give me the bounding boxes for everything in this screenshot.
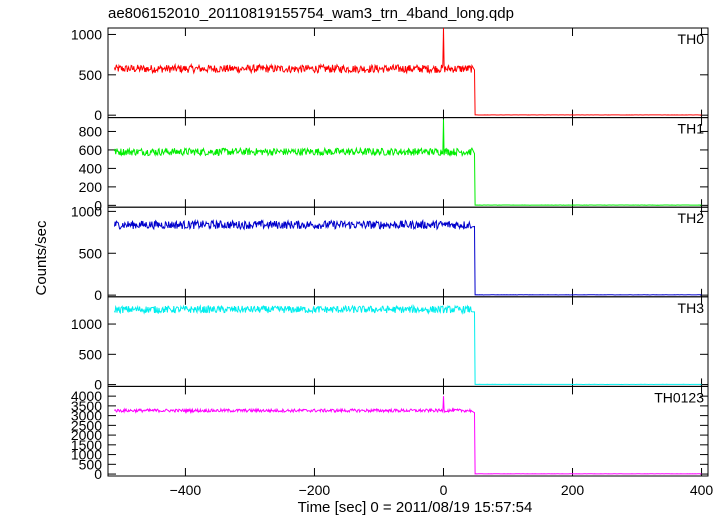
panel-label-th2: TH2 [678,210,705,226]
y-tick-label: 0 [94,197,102,213]
y-tick-label: 0 [94,287,102,303]
panel-label-th1: TH1 [678,121,705,137]
panel-frame-th0123 [107,385,709,477]
y-tick-label: 0 [94,377,102,393]
y-tick-label: 800 [79,123,103,139]
y-tick-label: 1000 [71,203,102,219]
x-tick-label: −400 [170,482,202,498]
y-tick-label: 500 [79,346,103,362]
panel-label-th3: TH3 [678,300,705,316]
x-tick-label: 200 [561,482,585,498]
panel-label-th0: TH0 [678,31,705,47]
panel-frame-th0 [107,27,709,119]
y-tick-label: 500 [79,67,103,83]
y-tick-label: 3000 [71,408,102,424]
x-tick-label: −200 [299,482,331,498]
series-line-th0 [114,27,702,116]
y-tick-label: 1000 [71,26,102,42]
y-tick-label: 600 [79,142,103,158]
series-line-th1 [114,119,702,206]
series-line-th2 [114,218,702,296]
y-tick-label: 1500 [71,437,102,453]
y-tick-label: 0 [94,107,102,123]
series-line-th3 [114,304,702,386]
series-line-th0123 [114,396,702,475]
x-tick-label: 400 [690,482,714,498]
y-tick-label: 400 [79,160,103,176]
x-tick-label: 0 [440,482,448,498]
y-tick-label: 0 [94,466,102,482]
y-tick-label: 2000 [71,427,102,443]
y-axis-label: Counts/sec [33,220,50,296]
panel-label-th0123: TH0123 [654,389,704,405]
y-tick-label: 500 [79,245,103,261]
y-tick-label: 200 [79,179,103,195]
y-tick-label: 1000 [71,447,102,463]
y-tick-label: 2500 [71,417,102,433]
y-tick-label: 500 [79,456,103,472]
panel-frame-th1 [107,117,709,208]
y-tick-label: 3500 [71,398,102,414]
chart-title: ae806152010_20110819155754_wam3_trn_4ban… [108,5,514,22]
y-tick-label: 4000 [71,388,102,404]
y-tick-label: 1000 [71,316,102,332]
x-axis-label: Time [sec] 0 = 2011/08/19 15:57:54 [298,499,533,516]
